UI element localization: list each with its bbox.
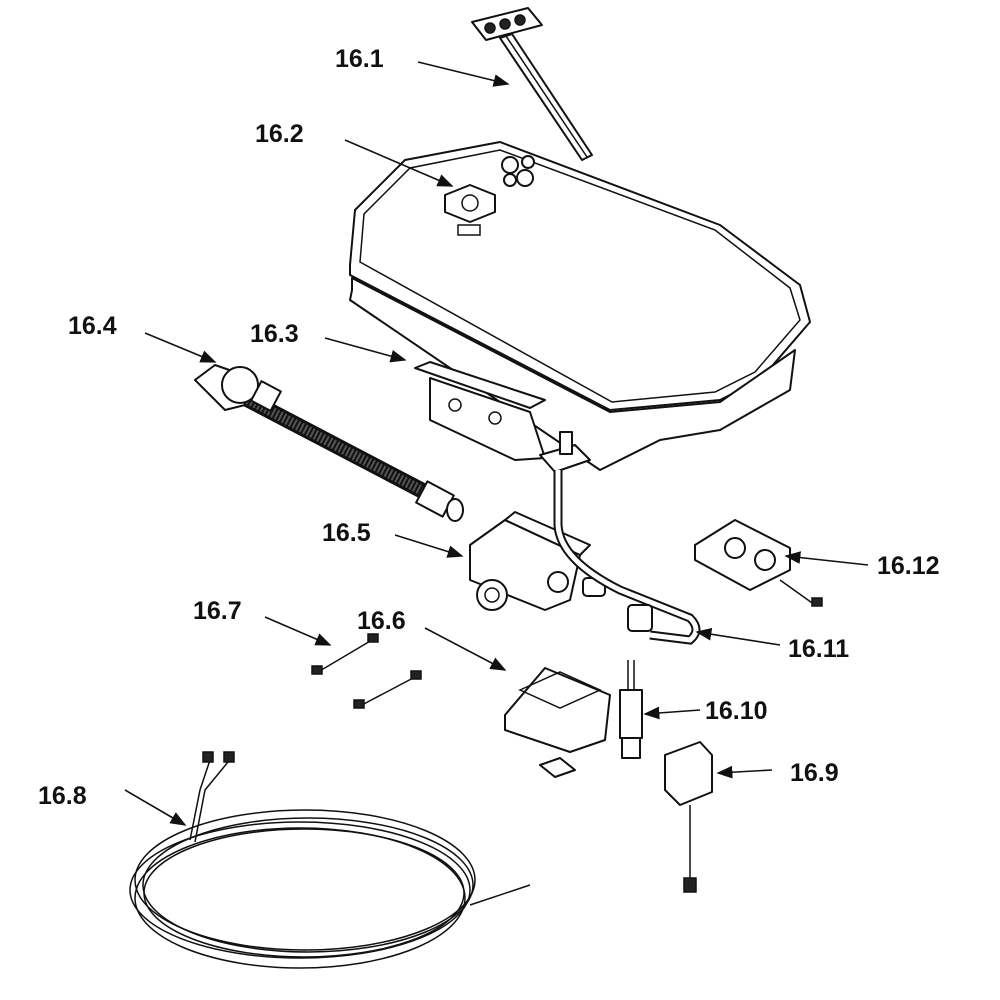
part-16-11-gas-tube <box>553 470 701 645</box>
callout-16-6: 16.6 <box>357 607 406 635</box>
callout-16-5: 16.5 <box>322 519 371 547</box>
part-16-2-burner-tray <box>349 141 811 471</box>
part-16-3-valve-bracket <box>414 361 591 473</box>
callout-16-1: 16.1 <box>335 45 384 73</box>
part-16-1-igniter-bracket <box>471 7 593 161</box>
part-16-9-power-adapter <box>664 741 713 893</box>
callout-16-7: 16.7 <box>193 597 242 625</box>
callout-16-3: 16.3 <box>250 320 299 348</box>
callout-16-2: 16.2 <box>255 120 304 148</box>
callout-16-8: 16.8 <box>38 782 87 810</box>
part-16-6-control-module <box>504 667 611 778</box>
leader-lines <box>124 61 869 826</box>
callout-16-4: 16.4 <box>68 312 117 340</box>
callout-16-12: 16.12 <box>877 552 940 580</box>
part-16-10-connector <box>619 660 643 759</box>
part-16-4-gas-hose <box>194 364 464 522</box>
part-16-5-gas-valve <box>469 511 606 611</box>
callout-16-11: 16.11 <box>788 635 849 663</box>
part-16-7-wire-harness <box>311 633 422 709</box>
callout-16-9: 16.9 <box>790 759 839 787</box>
part-16-8-cable-coil <box>129 751 531 969</box>
callout-16-10: 16.10 <box>705 697 768 725</box>
part-16-12-battery-box <box>694 519 823 607</box>
